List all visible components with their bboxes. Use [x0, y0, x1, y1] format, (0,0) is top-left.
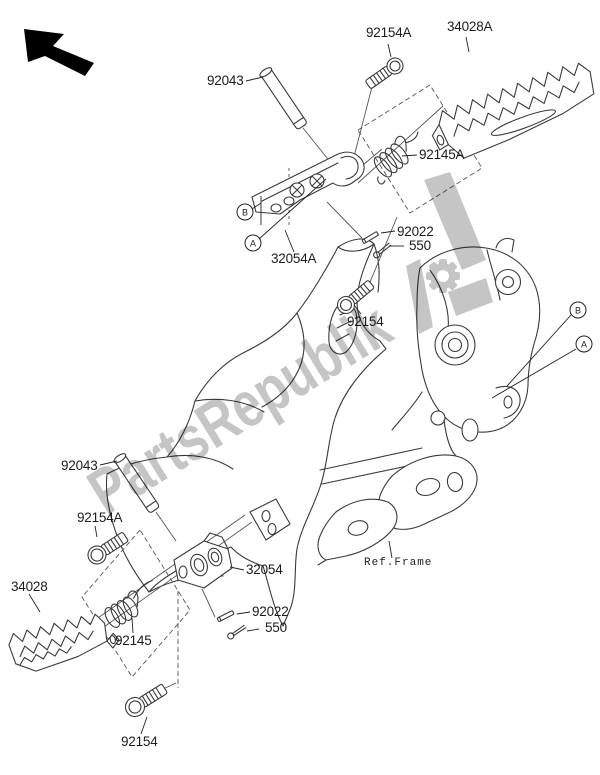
part-label-550-bottom: 550 [265, 620, 287, 635]
bolt-92154-bottom [124, 683, 168, 718]
view-marker-b-top: B [236, 203, 254, 221]
split-pin-550-top [373, 242, 392, 259]
part-label-92154-bottom: 92154 [121, 734, 158, 749]
callout-leader-lines [28, 36, 577, 735]
gear-icon [426, 259, 460, 293]
part-label-550-top: 550 [409, 238, 431, 253]
ref-frame-note: Ref.Frame [364, 557, 433, 569]
view-marker-b-right: B [569, 301, 587, 319]
view-marker-a-right: A [575, 335, 593, 353]
spring-92145a [373, 131, 419, 185]
pin-92043-top [259, 67, 307, 130]
footpeg-34028a [431, 62, 595, 159]
frame-lineart [105, 237, 541, 627]
split-pin-550-bottom [227, 624, 247, 640]
part-label-92154a-bottom: 92154A [77, 510, 123, 525]
part-label-34028: 34028 [11, 579, 48, 594]
direction-arrow-icon [24, 29, 94, 76]
footpeg-34028 [8, 613, 120, 672]
bolt-92154a-bottom [87, 532, 129, 565]
bolt-92154-top [336, 280, 375, 315]
part-label-92022-top: 92022 [397, 224, 434, 239]
part-label-32054: 32054 [246, 562, 283, 577]
view-marker-a-top: A [244, 234, 262, 252]
part-label-34028a: 34028A [447, 19, 493, 34]
watermark-bar [406, 259, 433, 334]
holder-32054a [251, 151, 365, 215]
part-label-92154a-top: 92154A [366, 25, 412, 40]
flag-icon [424, 172, 486, 270]
part-label-92154-top: 92154 [347, 314, 384, 329]
spring-92145 [104, 580, 153, 628]
bolt-92154a-top [365, 57, 404, 89]
pin-92022-bottom [216, 610, 235, 622]
holder-32054 [173, 532, 233, 589]
pin-92022-top [361, 231, 379, 244]
part-label-32054a: 32054A [271, 251, 317, 266]
flag-icon-lower [448, 278, 493, 316]
part-label-92043-top: 92043 [207, 73, 244, 88]
part-label-92022-bottom: 92022 [252, 604, 289, 619]
part-label-92145a: 92145A [419, 147, 465, 162]
part-label-92043-bottom: 92043 [61, 458, 98, 473]
part-label-92145: 92145 [115, 633, 152, 648]
